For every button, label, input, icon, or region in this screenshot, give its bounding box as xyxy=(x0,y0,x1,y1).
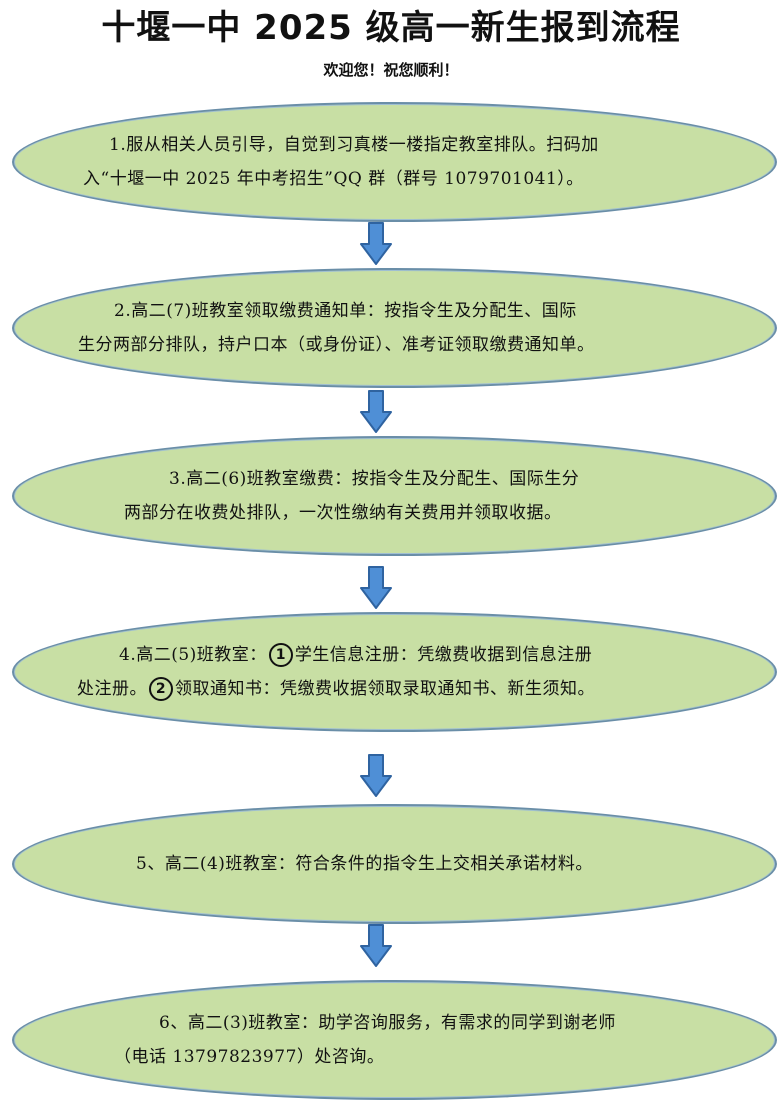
step-1-line-2: 入“十堰一中 2025 年中考招生”QQ 群（群号 1079701041）。 xyxy=(83,169,584,189)
step-3-node: 3.高二(6)班教室缴费：按指令生及分配生、国际生分 两部分在收费处排队，一次性… xyxy=(12,436,777,556)
page-subtitle: 欢迎您！祝您顺利！ xyxy=(323,61,459,79)
step-6-line-1: 6、高二(3)班教室：助学咨询服务，有需求的同学到谢老师 xyxy=(159,1013,616,1033)
step-3-line-1: 3.高二(6)班教室缴费：按指令生及分配生、国际生分 xyxy=(169,469,580,489)
down-arrow-icon xyxy=(360,754,392,797)
step-4-line-1-a: 4.高二(5)班教室： xyxy=(119,645,267,665)
step-1-text: 1.服从相关人员引导，自觉到习真楼一楼指定教室排队。扫码加 入“十堰一中 202… xyxy=(14,104,782,220)
step-2-text: 2.高二(7)班教室领取缴费通知单：按指令生及分配生、国际 生分两部分排队，持户… xyxy=(14,270,782,386)
step-2-node: 2.高二(7)班教室领取缴费通知单：按指令生及分配生、国际 生分两部分排队，持户… xyxy=(12,268,777,388)
step-4-line-2-a: 处注册。 xyxy=(77,679,147,699)
down-arrow-icon xyxy=(360,390,392,433)
step-5-node: 5、高二(4)班教室：符合条件的指令生上交相关承诺材料。 xyxy=(12,804,777,924)
step-1-line-1: 1.服从相关人员引导，自觉到习真楼一楼指定教室排队。扫码加 xyxy=(109,135,599,155)
step-3-line-2: 两部分在收费处排队，一次性缴纳有关费用并领取收据。 xyxy=(124,503,562,523)
page-title: 十堰一中 2025 级高一新生报到流程 xyxy=(101,8,681,48)
step-6-text: 6、高二(3)班教室：助学咨询服务，有需求的同学到谢老师 （电话 1379782… xyxy=(14,982,782,1098)
down-arrow-icon xyxy=(360,566,392,609)
down-arrow-icon xyxy=(360,222,392,265)
step-2-line-1: 2.高二(7)班教室领取缴费通知单：按指令生及分配生、国际 xyxy=(114,301,577,321)
down-arrow-icon xyxy=(360,924,392,967)
step-6-node: 6、高二(3)班教室：助学咨询服务，有需求的同学到谢老师 （电话 1379782… xyxy=(12,980,777,1100)
step-5-line-1: 5、高二(4)班教室：符合条件的指令生上交相关承诺材料。 xyxy=(136,854,593,874)
step-5-text: 5、高二(4)班教室：符合条件的指令生上交相关承诺材料。 xyxy=(14,806,782,922)
circled-number-2-icon: 2 xyxy=(149,677,173,701)
circled-number-1-icon: 1 xyxy=(268,643,293,667)
step-3-text: 3.高二(6)班教室缴费：按指令生及分配生、国际生分 两部分在收费处排队，一次性… xyxy=(14,438,782,554)
step-4-line-1-b: 学生信息注册：凭缴费收据到信息注册 xyxy=(294,645,593,665)
step-2-line-2: 生分两部分排队，持户口本（或身份证）、准考证领取缴费通知单。 xyxy=(78,335,595,355)
step-4-line-2-b: 领取通知书：凭缴费收据领取录取通知书、新生须知。 xyxy=(175,679,595,699)
step-1-node: 1.服从相关人员引导，自觉到习真楼一楼指定教室排队。扫码加 入“十堰一中 202… xyxy=(12,102,777,222)
step-6-line-2: （电话 13797823977）处咨询。 xyxy=(114,1047,385,1067)
